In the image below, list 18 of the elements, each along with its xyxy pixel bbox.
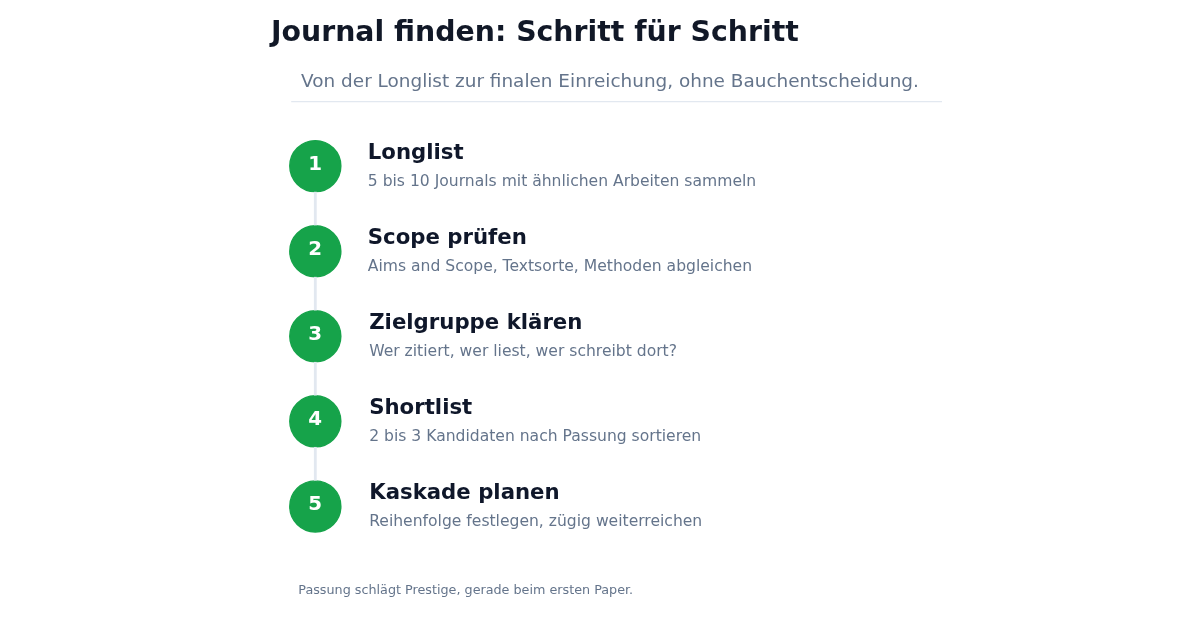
label: Passung schlägt Prestige, gerade beim ersten Paper. (297, 581, 633, 597)
node-label: Kaskade planen (368, 479, 560, 505)
node-label: Scope prüfen (367, 224, 527, 250)
node-label: 2 bis 3 Kandidaten nach Passung sortieren (368, 426, 701, 445)
node-label: Wer zitiert, wer liest, wer schreibt dort? (368, 341, 677, 360)
node-label: Shortlist (368, 394, 472, 420)
node-circle: 1 (288, 139, 342, 193)
node-circle: 3 (288, 310, 342, 363)
node-circle: 2 (288, 224, 342, 278)
node-label: 5 bis 10 Journals mit ähnlichen Arbeiten sammeln (367, 171, 756, 190)
node-label: Longlist (367, 139, 464, 165)
node-label: Reihenfolge festlegen, zügig weiterreichen (368, 511, 702, 530)
node-label: Zielgruppe klären (368, 309, 582, 335)
node-label: Aims and Scope, Textsorte, Methoden abgleichen (367, 256, 752, 275)
diagram-title: Journal finden: Schritt für Schritt (270, 14, 799, 48)
node-circle: 4 (288, 395, 342, 448)
node-circle: 5 (288, 480, 342, 533)
label: Von der Longlist zur finalen Einreichung, ohne Bauchentscheidung. (300, 69, 919, 91)
